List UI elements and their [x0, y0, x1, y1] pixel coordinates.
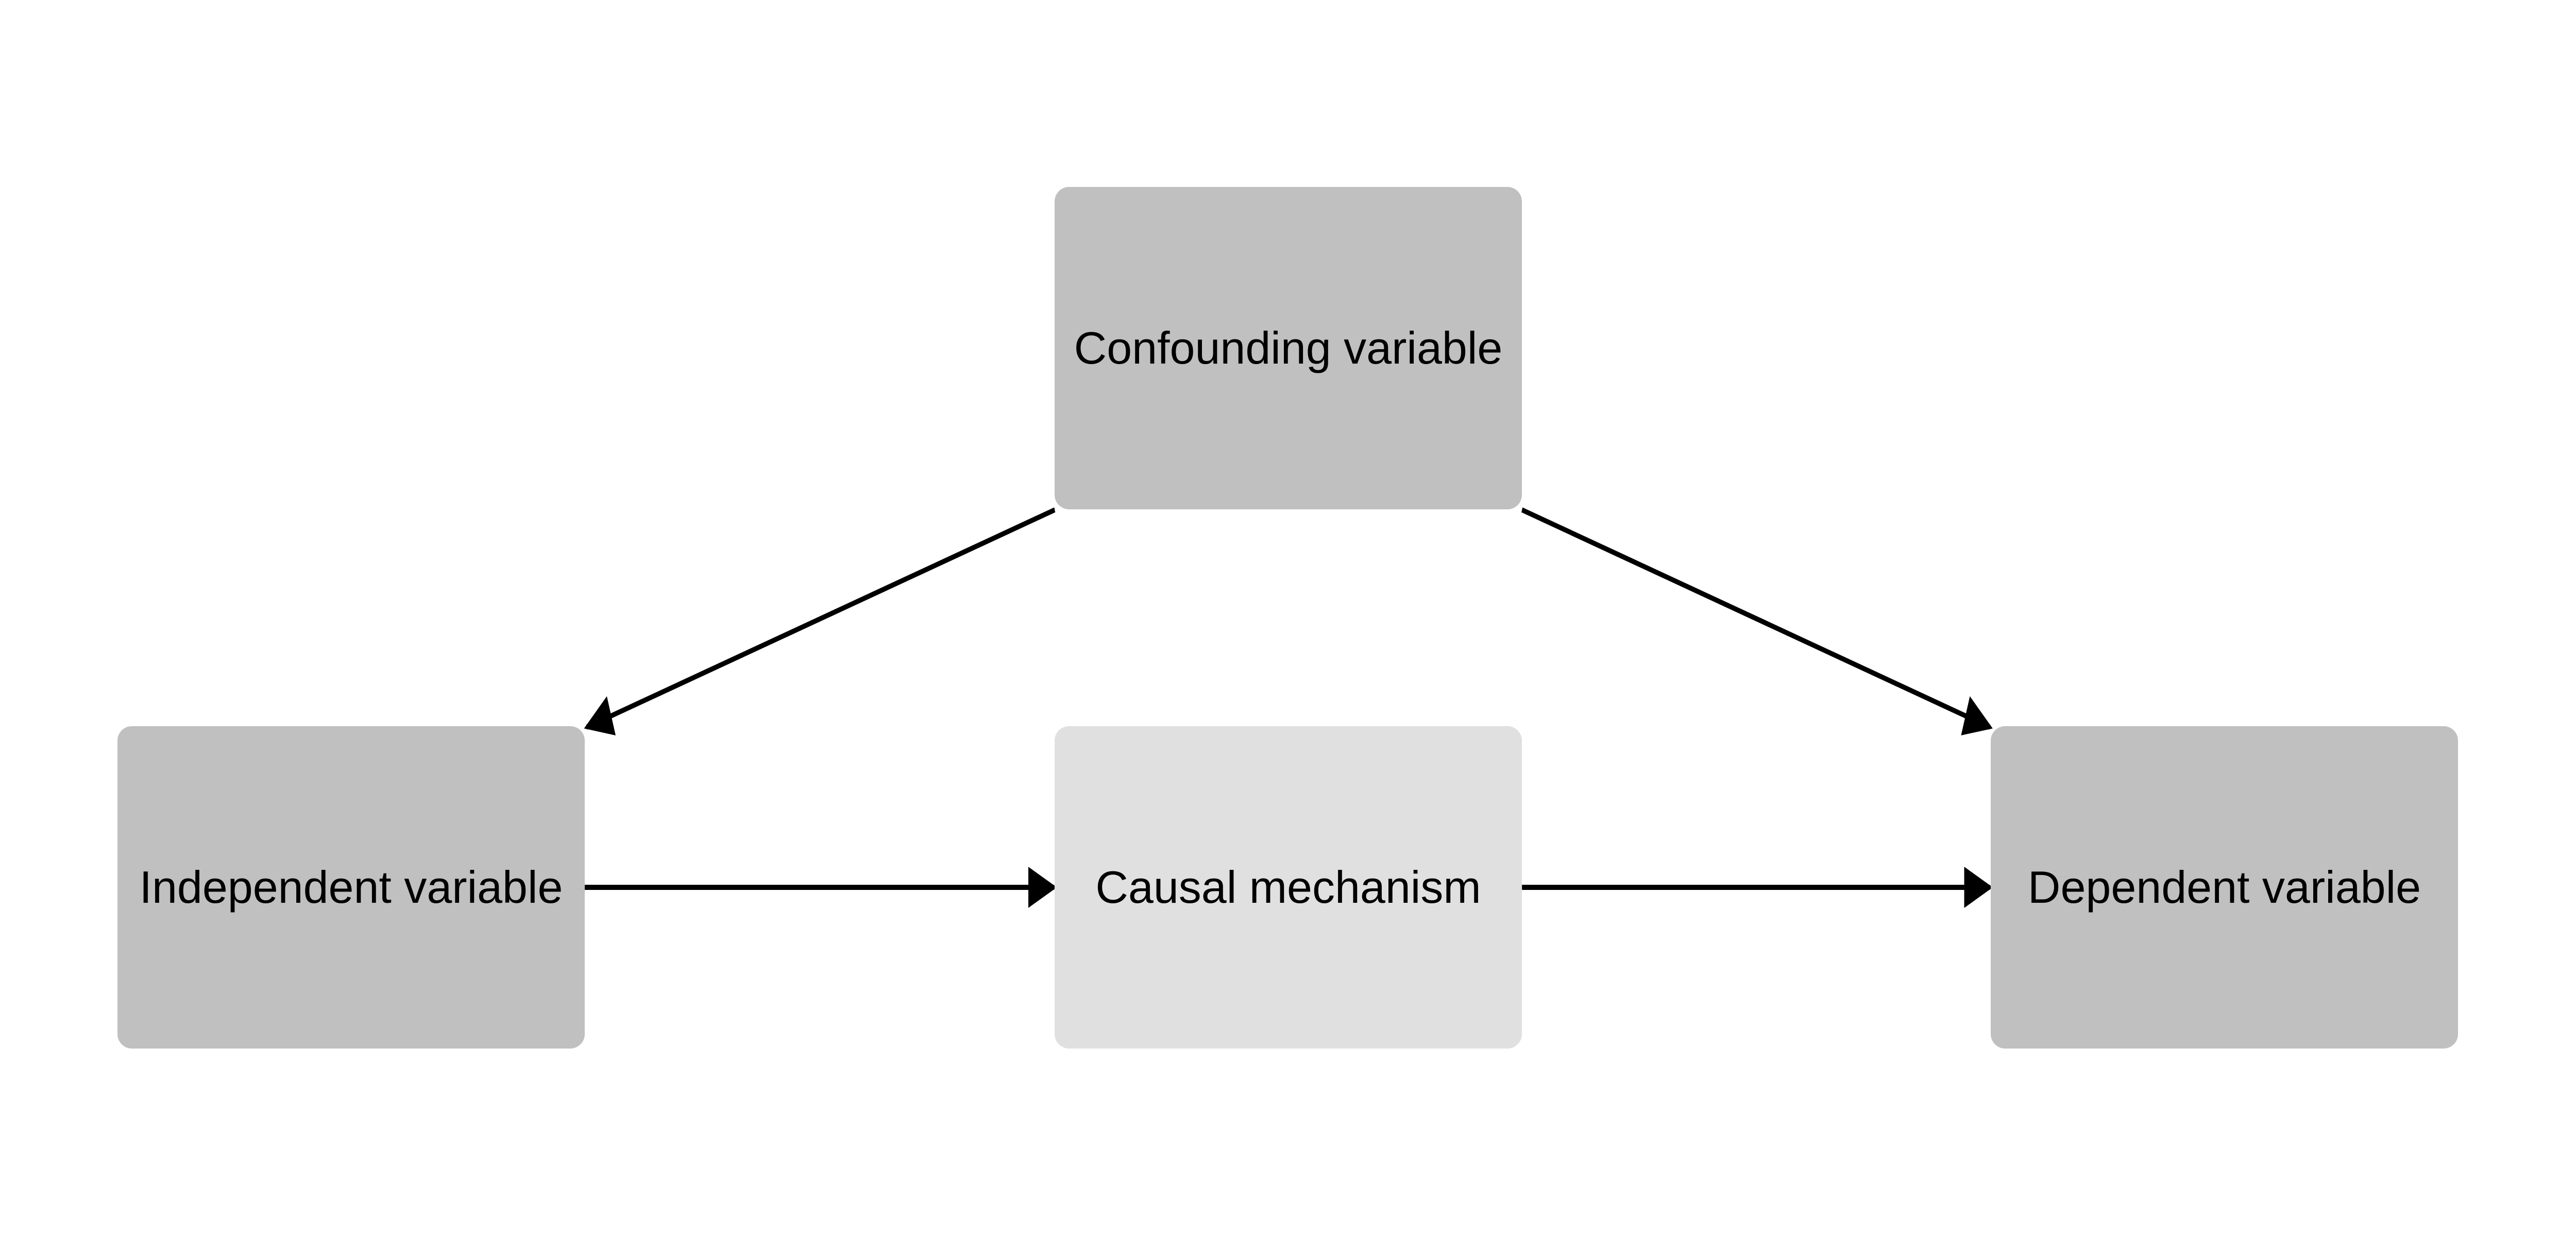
node-confounding-variable: Confounding variable [1055, 187, 1522, 510]
node-causal-mechanism: Causal mechanism [1055, 726, 1522, 1049]
node-label: Independent variable [139, 861, 563, 913]
node-independent-variable: Independent variable [117, 726, 585, 1049]
edge-confounding-to-dependent [1521, 507, 1993, 735]
node-label: Confounding variable [1074, 322, 1503, 374]
node-label: Dependent variable [2027, 861, 2421, 913]
node-dependent-variable: Dependent variable [1991, 726, 2458, 1049]
node-label: Causal mechanism [1095, 861, 1481, 913]
edge-confounding-to-independent [584, 507, 1056, 735]
